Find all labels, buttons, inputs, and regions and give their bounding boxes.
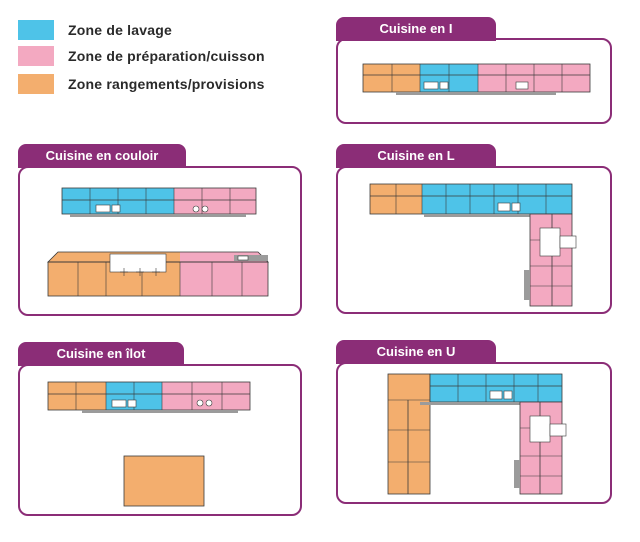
panel-title-cuisine-ilot: Cuisine en îlot <box>18 342 184 366</box>
panel-title-cuisine-i: Cuisine en I <box>336 17 496 41</box>
kitchen-u-plan <box>387 373 567 495</box>
legend-swatch-prep <box>18 46 54 66</box>
kitchen-i-plan <box>362 63 591 95</box>
kitchen-corridor-plan <box>47 187 269 297</box>
legend-label-prep: Zone de préparation/cuisson <box>68 48 265 64</box>
legend-item-washing: Zone de lavage <box>18 20 172 40</box>
panel-title-cuisine-u: Cuisine en U <box>336 340 496 364</box>
legend-label-storage: Zone rangements/provisions <box>68 76 265 92</box>
legend-item-storage: Zone rangements/provisions <box>18 74 265 94</box>
panel-title-cuisine-l: Cuisine en L <box>336 144 496 168</box>
legend-swatch-washing <box>18 20 54 40</box>
kitchen-island-plan <box>47 381 251 507</box>
panel-title-cuisine-couloir: Cuisine en couloir <box>18 144 186 168</box>
legend-swatch-storage <box>18 74 54 94</box>
kitchen-l-plan <box>369 183 577 307</box>
legend-item-prep: Zone de préparation/cuisson <box>18 46 265 66</box>
legend-label-washing: Zone de lavage <box>68 22 172 38</box>
